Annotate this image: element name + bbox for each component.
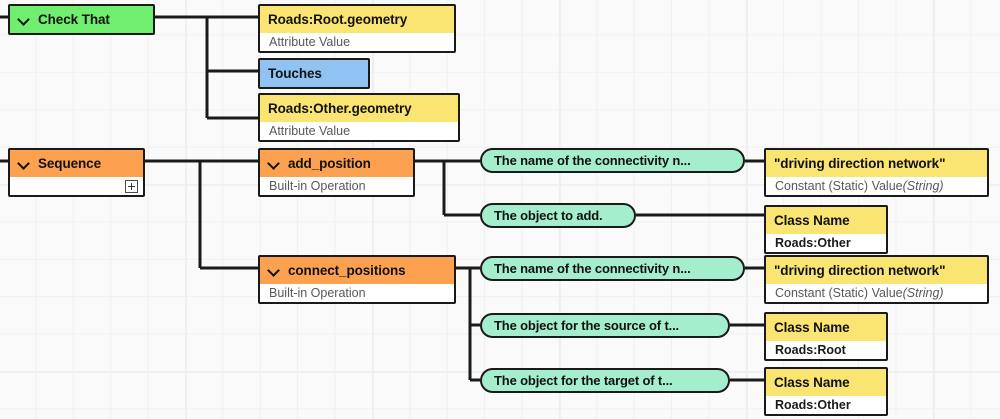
node-add-position-subtitle: Built-in Operation	[260, 177, 413, 195]
node-constant-1-title: "driving direction network"	[774, 156, 946, 171]
node-touches-title: Touches	[268, 66, 322, 81]
param-pill-connectivity-network-name-2[interactable]: The name of the connectivity n...	[480, 256, 745, 281]
node-roads-root-geometry[interactable]: Roads:Root.geometry Attribute Value	[258, 4, 456, 53]
chevron-down-icon[interactable]	[18, 14, 30, 26]
node-sequence-title: Sequence	[38, 156, 101, 171]
node-touches-header: Touches	[260, 60, 368, 87]
node-constant-2-title: "driving direction network"	[774, 263, 946, 278]
node-connect-positions[interactable]: connect_positions Built-in Operation	[258, 255, 456, 304]
node-connect-positions-title: connect_positions	[288, 263, 406, 278]
node-connect-positions-subtitle: Built-in Operation	[260, 284, 454, 302]
node-roads-other-geometry-subtitle: Attribute Value	[260, 122, 458, 140]
node-add-position-title: add_position	[288, 156, 371, 171]
node-class-name-2-header: Class Name	[766, 369, 886, 396]
node-class-name-roads-root[interactable]: Class Name Roads:Root	[764, 312, 888, 361]
node-constant-driving-direction-network-1[interactable]: "driving direction network" Constant (St…	[764, 148, 989, 197]
node-sequence-header[interactable]: Sequence	[10, 150, 143, 177]
node-roads-root-geometry-subtitle: Attribute Value	[260, 33, 454, 51]
node-class-name-2-title: Class Name	[774, 375, 850, 390]
node-roads-other-geometry[interactable]: Roads:Other.geometry Attribute Value	[258, 93, 460, 142]
node-touches[interactable]: Touches	[258, 58, 370, 89]
plus-box-icon[interactable]	[125, 179, 138, 193]
node-constant-1-subtitle: Constant (Static) Value (String)	[766, 177, 987, 195]
param-pill-source-object[interactable]: The object for the source of t...	[480, 313, 730, 338]
node-class-name-root-subtitle: Roads:Root	[766, 341, 886, 359]
chevron-down-icon[interactable]	[18, 158, 30, 170]
node-class-name-roads-other-1[interactable]: Class Name Roads:Other	[764, 205, 888, 254]
node-class-name-2-subtitle: Roads:Other	[766, 396, 886, 414]
node-constant-1-subtitle-text: Constant (Static) Value	[775, 179, 903, 193]
node-sequence-body	[10, 177, 143, 195]
node-constant-2-subtitle-type: (String)	[902, 286, 944, 300]
param-pill-object-to-add[interactable]: The object to add.	[480, 203, 636, 228]
node-constant-1-subtitle-type: (String)	[902, 179, 944, 193]
node-constant-2-subtitle: Constant (Static) Value (String)	[766, 284, 987, 302]
node-constant-driving-direction-network-2[interactable]: "driving direction network" Constant (St…	[764, 255, 989, 304]
node-class-name-root-title: Class Name	[774, 320, 850, 335]
chevron-down-icon[interactable]	[268, 158, 280, 170]
node-constant-2-subtitle-text: Constant (Static) Value	[775, 286, 903, 300]
node-class-name-roads-other-2[interactable]: Class Name Roads:Other	[764, 367, 888, 416]
node-roads-other-geometry-title: Roads:Other.geometry	[268, 101, 412, 116]
node-roads-other-geometry-header: Roads:Other.geometry	[260, 95, 458, 122]
node-constant-1-header: "driving direction network"	[766, 150, 987, 177]
node-class-name-1-subtitle: Roads:Other	[766, 234, 886, 252]
node-check-that-header[interactable]: Check That	[10, 6, 153, 33]
node-add-position[interactable]: add_position Built-in Operation	[258, 148, 415, 197]
node-class-name-1-title: Class Name	[774, 213, 850, 228]
node-add-position-header[interactable]: add_position	[260, 150, 413, 177]
node-constant-2-header: "driving direction network"	[766, 257, 987, 284]
node-check-that[interactable]: Check That	[8, 4, 155, 35]
node-class-name-root-header: Class Name	[766, 314, 886, 341]
param-pill-connectivity-network-name-1[interactable]: The name of the connectivity n...	[480, 148, 745, 173]
param-pill-target-object[interactable]: The object for the target of t...	[480, 368, 730, 393]
node-roads-root-geometry-header: Roads:Root.geometry	[260, 6, 454, 33]
node-sequence[interactable]: Sequence	[8, 148, 145, 197]
node-connect-positions-header[interactable]: connect_positions	[260, 257, 454, 284]
node-roads-root-geometry-title: Roads:Root.geometry	[268, 12, 408, 27]
chevron-down-icon[interactable]	[268, 265, 280, 277]
node-class-name-1-header: Class Name	[766, 207, 886, 234]
node-check-that-title: Check That	[38, 12, 110, 27]
